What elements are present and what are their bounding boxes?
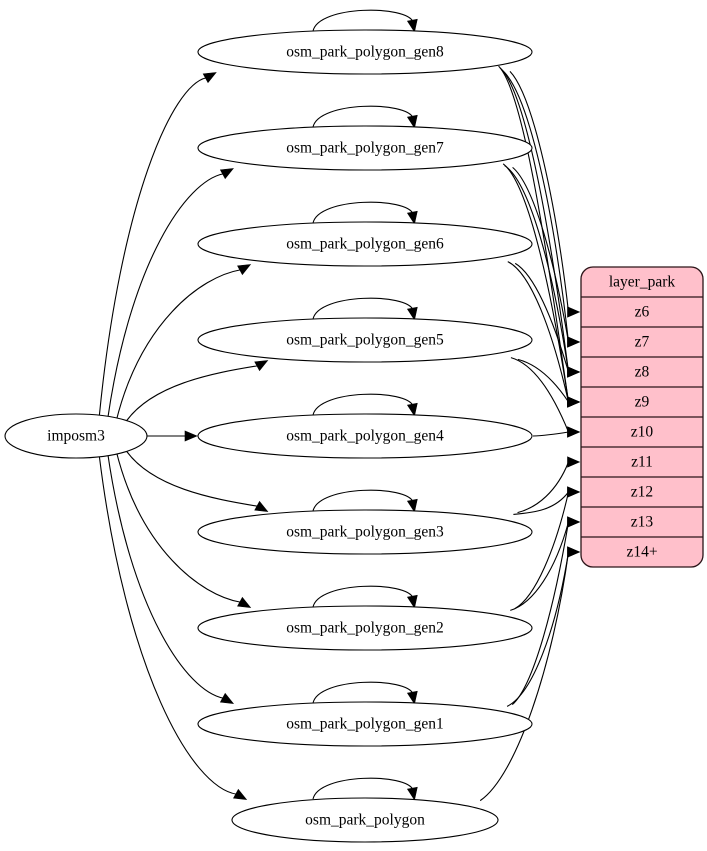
node-osm_park_polygon[interactable] xyxy=(231,797,499,843)
edge-imposm3-to-osm_park_polygon xyxy=(98,455,237,795)
node-osm_park_polygon_gen4[interactable] xyxy=(197,413,533,459)
node-label-osm_park_polygon: osm_park_polygon xyxy=(305,812,425,829)
edge-osm_park_polygon_gen1-to-row-z14plus xyxy=(506,551,570,707)
edge-osm_park_polygon-to-row-z14plus xyxy=(479,551,570,802)
edge-osm_park_polygon_gen8-to-row-z7 xyxy=(501,69,570,343)
edge-osm_park_polygon_gen5-to-row-z10 xyxy=(510,357,570,433)
edge-osm_park_polygon_gen4-to-row-z10 xyxy=(532,431,569,437)
edge-osm_park_polygon_gen7-to-row-z7 xyxy=(512,166,570,343)
edge-osm_park_polygon_gen2-to-row-z13 xyxy=(510,521,570,611)
node-osm_park_polygon_gen3[interactable] xyxy=(197,509,533,555)
arrowhead-imposm3-to-osm_park_polygon_gen5 xyxy=(254,360,269,372)
table-row-z6[interactable]: z6 xyxy=(635,304,650,321)
table-edge-group xyxy=(479,65,581,802)
arrowhead-osm_park_polygon_gen1-to-row-z14plus xyxy=(567,546,581,558)
edge-osm_park_polygon_gen7-to-row-z8 xyxy=(504,165,570,373)
arrowhead-osm_park_polygon_gen2-to-row-z13 xyxy=(567,516,581,528)
edge-imposm3-to-osm_park_polygon_gen8 xyxy=(98,77,207,417)
arrowhead-osm_park_polygon_gen5-to-row-z10 xyxy=(567,426,581,438)
edge-osm_park_polygon_gen5-to-row-z9 xyxy=(517,358,569,403)
arrowhead-imposm3-to-osm_park_polygon_gen3 xyxy=(254,500,269,512)
self-loop-edge-osm_park_polygon_gen7 xyxy=(312,105,414,128)
edge-osm_park_polygon_gen6-to-row-z9 xyxy=(507,261,570,403)
self-loop-edge-osm_park_polygon_gen5 xyxy=(312,297,414,320)
arrowhead-osm_park_polygon_gen8-to-row-z7 xyxy=(567,336,581,348)
self-loop-edge-osm_park_polygon_gen6 xyxy=(312,201,414,224)
node-label-osm_park_polygon_gen4: osm_park_polygon_gen4 xyxy=(286,428,444,445)
node-label-osm_park_polygon_gen6: osm_park_polygon_gen6 xyxy=(286,236,444,253)
node-label-osm_park_polygon_gen7: osm_park_polygon_gen7 xyxy=(286,140,444,157)
self-loop-arrowhead-osm_park_polygon_gen4 xyxy=(406,402,418,417)
table-row-z11[interactable]: z11 xyxy=(631,454,653,471)
table-row-z12[interactable]: z12 xyxy=(631,484,653,501)
self-loop-arrowhead-osm_park_polygon_gen2 xyxy=(406,594,418,609)
node-osm_park_polygon_gen1[interactable] xyxy=(197,701,533,747)
self-loop-arrowhead-osm_park_polygon_gen7 xyxy=(406,114,418,129)
self-loop-edge-osm_park_polygon_gen2 xyxy=(312,585,414,608)
edge-osm_park_polygon_gen8-to-row-z6 xyxy=(509,70,570,313)
node-label-imposm3: imposm3 xyxy=(47,428,105,445)
self-loop-arrowhead-osm_park_polygon_gen1 xyxy=(406,690,418,705)
node-label-osm_park_polygon_gen5: osm_park_polygon_gen5 xyxy=(286,332,444,349)
node-imposm3[interactable] xyxy=(4,413,148,459)
self-loop-arrowhead-osm_park_polygon_gen6 xyxy=(406,210,418,225)
edge-imposm3-to-osm_park_polygon_gen3 xyxy=(124,448,259,507)
arrowhead-osm_park_polygon_gen8-to-row-z6 xyxy=(567,306,581,318)
edge-osm_park_polygon_gen7-to-row-z9 xyxy=(502,163,570,403)
arrowhead-imposm3-to-osm_park_polygon_gen4 xyxy=(184,430,198,442)
arrowhead-imposm3-to-osm_park_polygon_gen7 xyxy=(219,168,234,180)
node-label-osm_park_polygon_gen1: osm_park_polygon_gen1 xyxy=(286,716,444,733)
node-group: osm_park_polygon_gen8 osm_park_polygon_ge… xyxy=(4,29,533,843)
table-row-z10[interactable]: z10 xyxy=(631,424,654,441)
table-row-z9[interactable]: z9 xyxy=(635,394,650,411)
table-row-z7[interactable]: z7 xyxy=(635,334,650,351)
arrowhead-osm_park_polygon_gen3-to-row-z11 xyxy=(567,456,581,468)
edge-osm_park_polygon_gen2-to-row-z12 xyxy=(514,491,570,610)
node-label-osm_park_polygon_gen8: osm_park_polygon_gen8 xyxy=(286,44,444,61)
edge-osm_park_polygon_gen3-to-row-z12 xyxy=(513,491,569,515)
self-loop-edge-osm_park_polygon_gen4 xyxy=(312,393,414,416)
edge-osm_park_polygon_gen3-to-row-z11 xyxy=(517,461,570,514)
self-loop-edge-osm_park_polygon_gen3 xyxy=(312,489,414,512)
node-osm_park_polygon_gen5[interactable] xyxy=(197,317,533,363)
edge-imposm3-to-osm_park_polygon_gen5 xyxy=(124,365,259,424)
table-row-z8[interactable]: z8 xyxy=(635,364,650,381)
table-row-z13[interactable]: z13 xyxy=(631,514,654,531)
arrowhead-imposm3-to-osm_park_polygon_gen8 xyxy=(202,72,217,84)
self-loop-arrowhead-osm_park_polygon_gen3 xyxy=(406,498,418,513)
self-loop-arrowhead-osm_park_polygon xyxy=(406,786,418,801)
self-loop-edge-osm_park_polygon_gen1 xyxy=(312,681,414,704)
table-row-z14plus[interactable]: z14+ xyxy=(626,544,657,561)
edge-imposm3-to-osm_park_polygon_gen7 xyxy=(107,173,224,419)
arrowhead-imposm3-to-osm_park_polygon_gen1 xyxy=(219,692,234,704)
table-header-label: layer_park xyxy=(609,274,676,291)
self-loop-edge-osm_park_polygon xyxy=(312,777,414,800)
self-loop-arrowhead-osm_park_polygon_gen8 xyxy=(406,18,418,33)
layer-table-group: layer_park z6 z7 z8 z9 z10 z11 z12 z13 z14+ xyxy=(580,266,704,568)
node-osm_park_polygon_gen8[interactable] xyxy=(197,29,533,75)
edge-imposm3-to-osm_park_polygon_gen1 xyxy=(107,453,224,699)
node-label-osm_park_polygon_gen2: osm_park_polygon_gen2 xyxy=(286,620,444,637)
edge-osm_park_polygon_gen8-to-row-z8 xyxy=(499,67,570,373)
edge-osm_park_polygon_gen8-to-row-z9 xyxy=(498,65,570,403)
node-osm_park_polygon_gen7[interactable] xyxy=(197,125,533,171)
node-osm_park_polygon_gen2[interactable] xyxy=(197,605,533,651)
node-osm_park_polygon_gen6[interactable] xyxy=(197,221,533,267)
edge-imposm3-to-osm_park_polygon_gen6 xyxy=(115,269,241,422)
node-label-osm_park_polygon_gen3: osm_park_polygon_gen3 xyxy=(286,524,444,541)
edge-imposm3-to-osm_park_polygon_gen2 xyxy=(115,450,241,603)
edge-osm_park_polygon_gen6-to-row-z8 xyxy=(514,262,570,373)
self-loop-edge-osm_park_polygon_gen8 xyxy=(312,9,414,32)
arrowhead-osm_park_polygon_gen7-to-row-z8 xyxy=(567,366,581,378)
arrowhead-imposm3-to-osm_park_polygon_gen2 xyxy=(237,596,252,608)
arrowhead-imposm3-to-osm_park_polygon_gen6 xyxy=(237,264,252,276)
arrowhead-osm_park_polygon_gen6-to-row-z9 xyxy=(567,396,581,408)
self-loop-arrowhead-osm_park_polygon_gen5 xyxy=(406,306,418,321)
arrowhead-osm_park_polygon_gen3-to-row-z12 xyxy=(567,486,581,498)
self-loop-group xyxy=(312,9,418,801)
arrowhead-imposm3-to-osm_park_polygon xyxy=(233,788,248,800)
source-edge-group xyxy=(98,72,269,800)
